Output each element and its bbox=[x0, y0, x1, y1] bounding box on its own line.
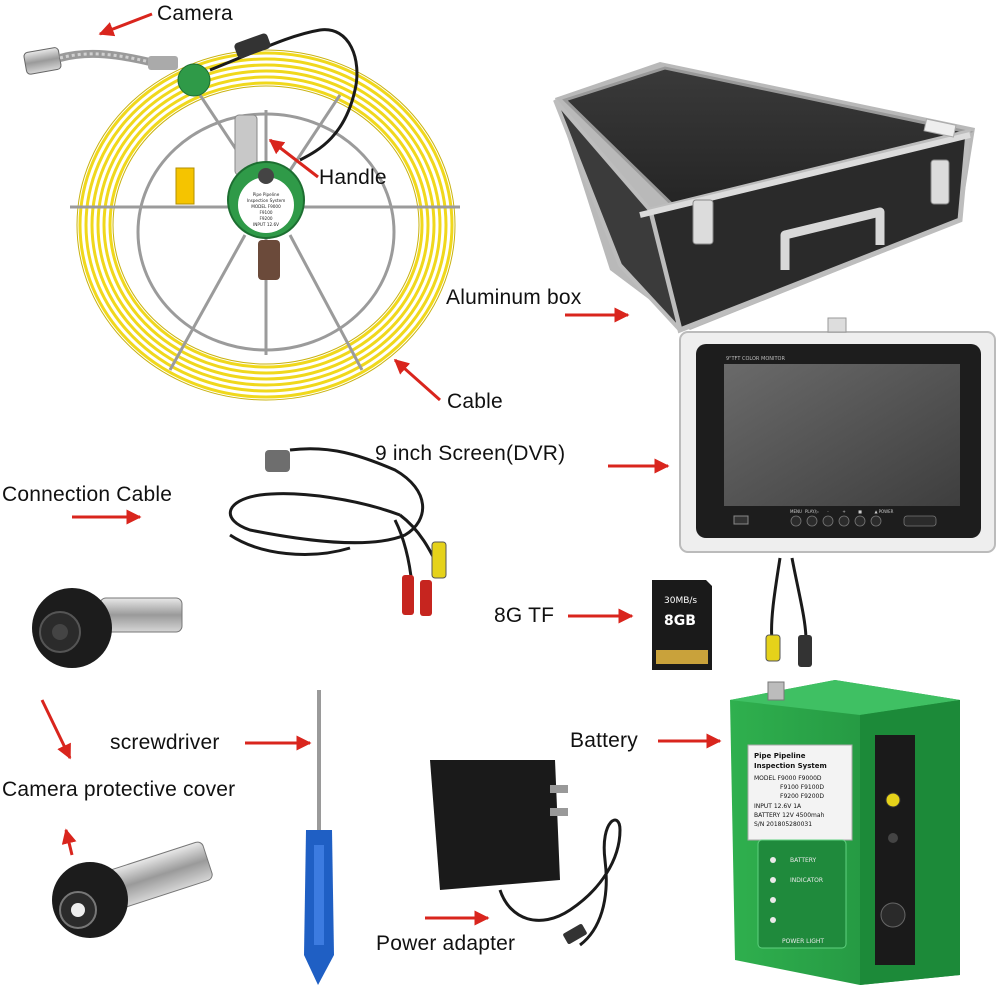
reel-badge-line: Inspection System bbox=[247, 198, 286, 203]
rca-plug-red bbox=[402, 575, 414, 615]
rca-plug-red bbox=[420, 580, 432, 616]
sd-speed: 30MB/s bbox=[664, 596, 697, 606]
battery-spec: MODEL F9000 F9000D bbox=[754, 775, 822, 782]
label-cable: Cable bbox=[447, 390, 503, 413]
label-screwdriver: screwdriver bbox=[110, 731, 220, 754]
monitor: 9"TFT COLOR MONITOR MENU PLAY/▷ - + ■ ▲ … bbox=[679, 317, 996, 667]
screwdriver bbox=[304, 690, 334, 985]
label-screen: 9 inch Screen(DVR) bbox=[375, 442, 566, 465]
reel-badge-line: MODEL F9000 bbox=[251, 204, 281, 209]
battery-spec: BATTERY 12V 4500mah bbox=[754, 812, 825, 819]
connection-cable bbox=[228, 447, 442, 586]
sd-capacity: 8GB bbox=[664, 613, 696, 629]
reel-badge-line: Pipe Pipeline bbox=[253, 192, 280, 197]
camera-cover-top bbox=[32, 588, 183, 668]
battery-box: Pipe Pipeline Inspection System MODEL F9… bbox=[730, 680, 960, 985]
monitor-button-label: MENU bbox=[790, 509, 802, 514]
label-camera-cover: Camera protective cover bbox=[2, 778, 236, 801]
label-aluminum-box: Aluminum box bbox=[446, 286, 582, 309]
cable-reel: Pipe Pipeline Inspection System MODEL F9… bbox=[23, 28, 460, 401]
indicator-label: POWER LIGHT bbox=[782, 938, 824, 945]
battery-title: Pipe Pipeline bbox=[754, 752, 806, 760]
label-connection-cable: Connection Cable bbox=[2, 483, 173, 506]
label-battery: Battery bbox=[570, 729, 638, 752]
monitor-button-label: + bbox=[842, 509, 845, 514]
monitor-button-label: ■ bbox=[858, 509, 862, 514]
power-adapter bbox=[430, 760, 622, 947]
indicator-label: BATTERY bbox=[790, 857, 817, 864]
aluminum-case bbox=[553, 62, 975, 334]
label-power-adapter: Power adapter bbox=[376, 932, 516, 955]
monitor-button-label: POWER bbox=[879, 509, 894, 514]
battery-title: Inspection System bbox=[754, 762, 827, 770]
monitor-button-label: ▲ bbox=[874, 509, 878, 514]
rca-plug-yellow bbox=[431, 541, 447, 579]
battery-spec: S/N 201805280031 bbox=[754, 821, 812, 828]
label-tf-card: 8G TF bbox=[494, 604, 555, 627]
label-handle: Handle bbox=[319, 166, 387, 189]
indicator-label: INDICATOR bbox=[790, 877, 823, 884]
battery-spec: F9200 F9200D bbox=[780, 793, 824, 800]
monitor-button-label: - bbox=[827, 509, 829, 514]
reel-badge-line: F9200 bbox=[259, 216, 272, 221]
label-camera: Camera bbox=[157, 2, 233, 25]
camera-bottom bbox=[52, 841, 213, 938]
battery-spec: INPUT 12.6V 1A bbox=[754, 803, 802, 810]
pointer-arrows bbox=[40, 12, 722, 926]
monitor-button-label: PLAY/▷ bbox=[805, 509, 820, 514]
monitor-brand: 9"TFT COLOR MONITOR bbox=[726, 356, 785, 362]
reel-badge-line: F9100 bbox=[259, 210, 272, 215]
battery-spec: F9100 F9100D bbox=[780, 784, 824, 791]
cable-connector bbox=[265, 450, 290, 472]
reel-badge-line: INPUT 12.6V bbox=[253, 222, 279, 227]
sd-card: 30MB/s 8GB bbox=[652, 580, 712, 670]
